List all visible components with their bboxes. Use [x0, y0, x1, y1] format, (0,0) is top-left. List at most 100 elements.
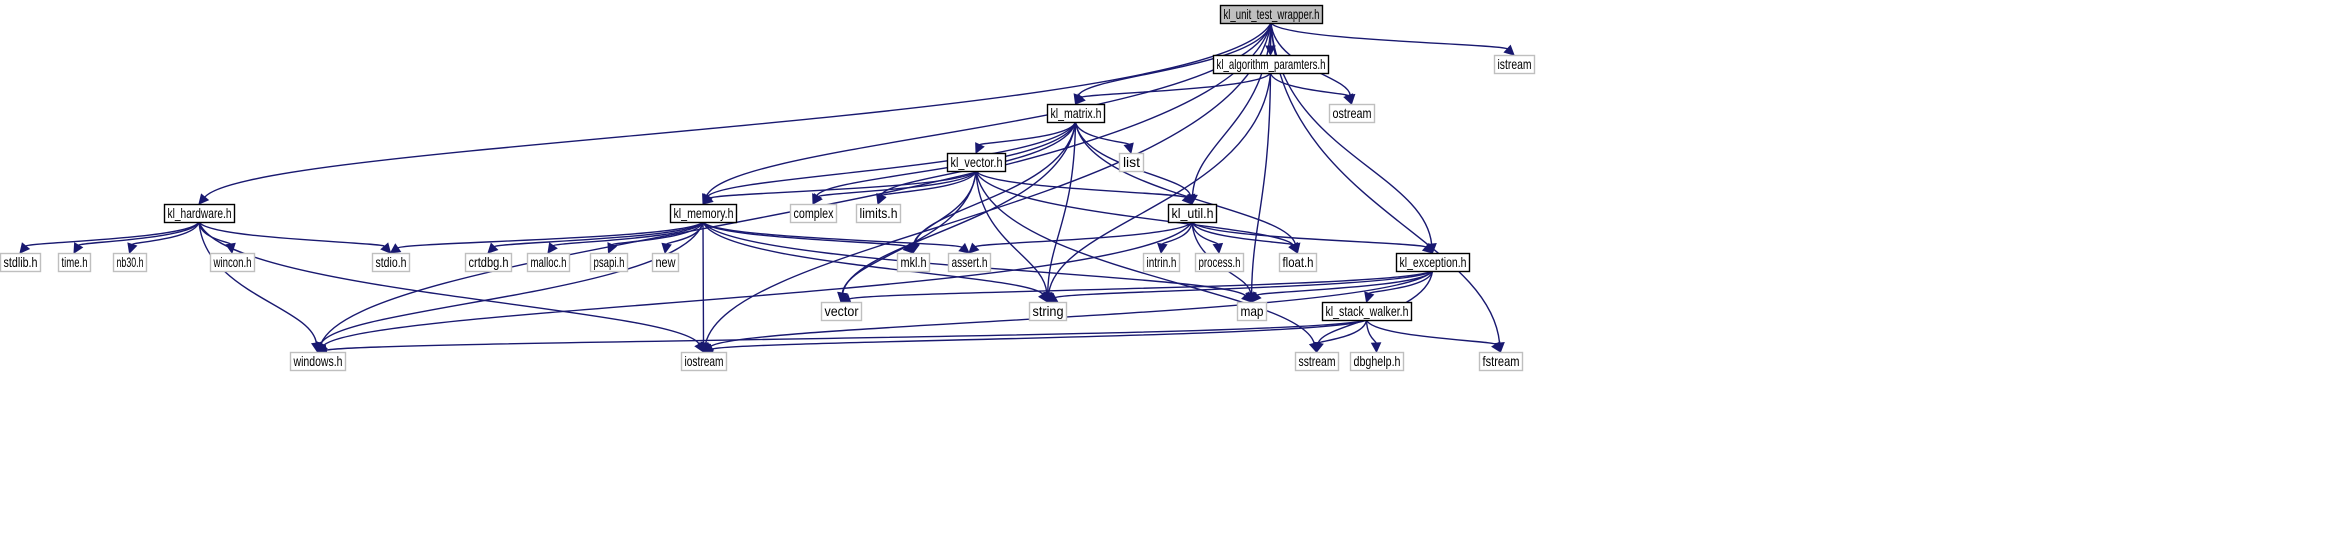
node-label: psapi.h [594, 254, 625, 270]
node-label: string [1033, 303, 1064, 319]
node-box [1028, 301, 1068, 322]
arrowhead-memory-to-new [661, 242, 672, 255]
arrowhead-util-to-float [1288, 242, 1299, 255]
edge-hardware-to-iostream [198, 221, 700, 345]
arrowhead-vector_h-to-limits [876, 193, 887, 206]
arrowhead-algorithm_paramters-to-matrix [1074, 93, 1086, 105]
node-memory[interactable]: kl_memory.h [669, 203, 738, 224]
node-box [1328, 103, 1376, 124]
edge-matrix-to-vector_h [979, 121, 1077, 146]
edge-exception-to-map [1256, 270, 1434, 296]
node-box [855, 203, 902, 224]
node-label: kl_hardware.h [168, 205, 232, 221]
node-unit-test-wrapper[interactable]: kl_unit_test_wrapper.h [1219, 4, 1324, 25]
node-ostream: ostream [1328, 103, 1376, 124]
edge-stack_walker-to-sstream [1317, 319, 1368, 344]
node-stack-walker[interactable]: kl_stack_walker.h [1321, 301, 1413, 322]
arrowhead-util-to-process [1212, 242, 1224, 255]
edge-hardware-to-time [77, 221, 200, 246]
arrowhead-matrix-to-vector_h [975, 142, 985, 155]
node-label: kl_algorithm_paramters.h [1217, 56, 1326, 72]
node-box [209, 252, 256, 273]
node-label: kl_matrix.h [1051, 105, 1102, 121]
edge-hardware-to-nb30 [131, 221, 200, 246]
node-box [163, 203, 236, 224]
arrowhead-exception-to-stack_walker [1364, 291, 1375, 304]
node-box [1349, 351, 1405, 372]
arrowhead-matrix-to-list [1123, 142, 1134, 155]
edge-memory-to-malloc [552, 221, 704, 247]
node-box [1142, 252, 1181, 273]
arrowhead-memory-to-psapi [607, 242, 618, 255]
node-box [57, 252, 92, 273]
node-label: map [1241, 303, 1264, 319]
edge-matrix-to-list [1074, 121, 1130, 145]
node-new: new [651, 252, 680, 273]
edge-stack_walker-to-windows [326, 319, 1367, 351]
edge-memory-to-stdio [397, 221, 704, 249]
edge-vector_h-to-limits [880, 170, 977, 197]
edge-hardware-to-stdlib [25, 221, 200, 247]
edge-util-to-assert [974, 221, 1193, 248]
arrowhead-memory-to-string [1038, 291, 1049, 303]
node-label: ostream [1333, 105, 1372, 121]
edge-exception-to-string [1055, 270, 1433, 299]
edge-stack_walker-to-dbghelp [1365, 319, 1377, 344]
arrowhead-vector_h-to-memory [702, 193, 714, 205]
node-box [0, 252, 42, 273]
edge-algorithm_paramters-to-map [1250, 72, 1272, 294]
edge-algorithm_paramters-to-string [1048, 72, 1272, 294]
node-crtdbg: crtdbg.h [464, 252, 513, 273]
edge-algorithm_paramters-to-ostream [1269, 72, 1350, 97]
arrowhead-unit_test_wrapper-to-hardware [198, 193, 210, 205]
node-label: sstream [1299, 353, 1336, 369]
node-wincon: wincon.h [209, 252, 256, 273]
arrowhead-memory-to-assert [958, 242, 970, 254]
node-label: mkl.h [901, 254, 927, 270]
node-box [1118, 152, 1145, 173]
node-box [289, 351, 347, 372]
node-vector-h[interactable]: kl_vector.h [946, 152, 1007, 173]
edge-memory-to-assert [702, 221, 963, 248]
arrowhead-hardware-to-nb30 [127, 242, 138, 255]
node-exception[interactable]: kl_exception.h [1395, 252, 1471, 273]
node-hardware[interactable]: kl_hardware.h [163, 203, 236, 224]
node-label: iostream [685, 353, 724, 369]
node-label: kl_unit_test_wrapper.h [1224, 6, 1320, 22]
node-label: nb30.h [117, 254, 144, 270]
node-label: limits.h [860, 205, 898, 221]
node-box [371, 252, 411, 273]
edge-hardware-to-windows [198, 221, 318, 344]
edge-stack_walker-to-iostream [711, 319, 1367, 350]
node-box [112, 252, 148, 273]
arrowhead-util-to-exception [1421, 242, 1434, 254]
node-assert: assert.h [947, 252, 992, 273]
arrowhead-memory-to-crtdbg [487, 242, 499, 254]
edge-matrix-to-float [1074, 121, 1297, 245]
node-box [1395, 252, 1471, 273]
node-string: string [1028, 301, 1068, 322]
node-util[interactable]: kl_util.h [1167, 203, 1218, 224]
node-box [464, 252, 513, 273]
node-label: kl_util.h [1172, 205, 1214, 221]
arrowhead-util-to-intrin [1157, 242, 1168, 255]
edge-memory-to-crtdbg [493, 221, 704, 248]
node-algorithm-paramters[interactable]: kl_algorithm_paramters.h [1212, 54, 1330, 75]
edge-util-to-windows [323, 221, 1193, 347]
node-map: map [1236, 301, 1268, 322]
edge-vector_h-to-float [975, 170, 1294, 246]
edge-exception-to-iostream [710, 270, 1434, 348]
node-mkl: mkl.h [896, 252, 931, 273]
node-label: malloc.h [531, 254, 567, 270]
arrowhead-exception-to-map [1250, 291, 1262, 303]
arrowhead-stack_walker-to-sstream [1313, 341, 1324, 354]
arrowhead-hardware-to-stdlib [19, 242, 31, 254]
node-sstream: sstream [1294, 351, 1340, 372]
node-label: process.h [1199, 254, 1241, 270]
node-box [1219, 4, 1324, 25]
edge-unit_test_wrapper-to-matrix [1077, 22, 1272, 96]
node-box [1212, 54, 1330, 75]
edge-memory-to-windows [320, 221, 704, 345]
node-matrix[interactable]: kl_matrix.h [1046, 103, 1106, 124]
